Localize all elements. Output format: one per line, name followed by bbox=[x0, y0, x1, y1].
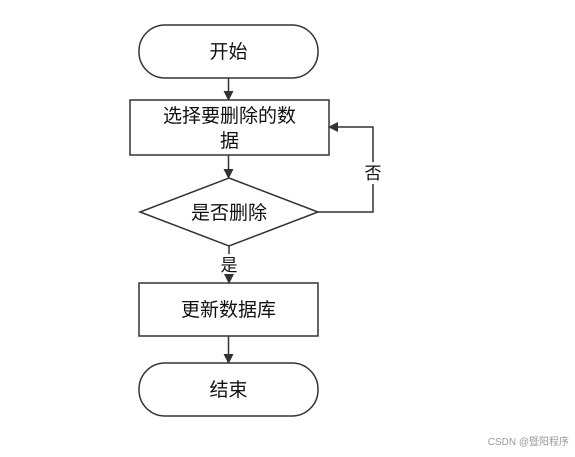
select-data-process bbox=[129, 99, 330, 156]
select-label-line2: 据 bbox=[220, 130, 239, 152]
select-label-line1: 选择要删除的数 bbox=[163, 105, 296, 127]
csdn-watermark: CSDN @暨阳程序 bbox=[487, 437, 569, 448]
start-label: 开始 bbox=[209, 41, 247, 63]
update-label: 更新数据库 bbox=[181, 299, 276, 321]
no-label: 否 bbox=[365, 164, 382, 184]
yes-label-bg bbox=[218, 254, 240, 274]
no-label-bg bbox=[362, 162, 384, 184]
yes-label: 是 bbox=[221, 256, 238, 276]
end-terminal bbox=[138, 362, 319, 417]
end-label: 结束 bbox=[209, 379, 247, 401]
decision-label: 是否删除 bbox=[191, 202, 267, 224]
